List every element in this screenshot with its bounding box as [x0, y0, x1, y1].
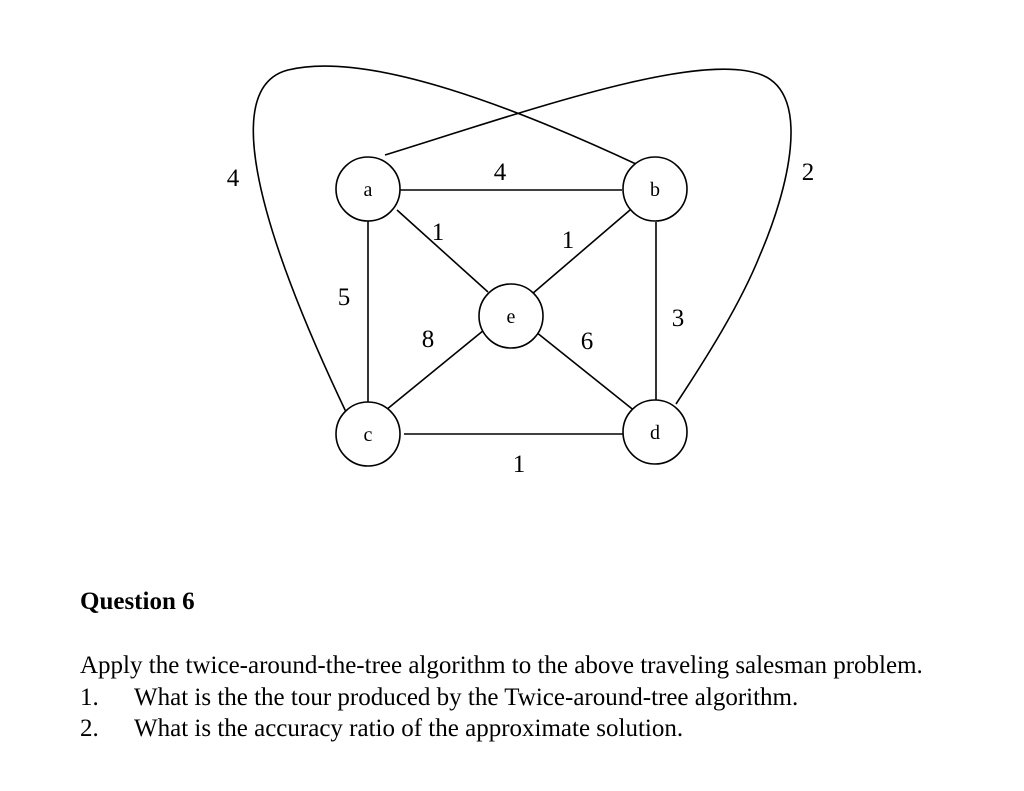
question-item-number: 2.: [80, 715, 99, 742]
node-d-label: d: [650, 422, 660, 444]
weight-e-d: 6: [581, 328, 594, 355]
weight-b-d: 3: [672, 305, 685, 332]
node-c: c: [335, 401, 401, 467]
weight-a-e: 1: [432, 219, 445, 246]
edge-a-d: [384, 68, 792, 405]
node-e-label: e: [507, 306, 516, 328]
node-a-label: a: [364, 179, 373, 201]
weight-a-c: 5: [338, 284, 351, 311]
graph-diagram: a b e c d 4 1 1 5 8 6 3 1 4 2: [227, 65, 815, 478]
node-d: d: [622, 399, 688, 465]
edge-a-e: [396, 209, 489, 293]
node-b-label: b: [650, 179, 660, 201]
edge-c-b: [252, 65, 637, 413]
node-a: a: [335, 156, 401, 222]
node-b: b: [622, 156, 688, 222]
weight-b-e: 1: [562, 227, 575, 254]
weight-c-e: 8: [422, 326, 435, 353]
edge-c-e: [385, 329, 485, 411]
weight-a-d: 2: [802, 159, 815, 186]
question-title: Question 6: [80, 588, 195, 615]
node-e: e: [478, 283, 544, 349]
weight-c-d: 1: [513, 451, 526, 478]
question-item: 1. What is the the tour produced by the …: [80, 682, 798, 713]
question-item: 2. What is the accuracy ratio of the app…: [80, 713, 798, 744]
question-list: 1. What is the the tour produced by the …: [80, 682, 798, 744]
edge-b-e: [531, 209, 631, 295]
edge-e-d: [535, 331, 637, 413]
question-item-text: What is the accuracy ratio of the approx…: [134, 715, 684, 742]
weight-c-b: 4: [227, 165, 240, 192]
question-item-number: 1.: [80, 684, 99, 711]
weight-a-b: 4: [494, 159, 507, 186]
node-c-label: c: [364, 424, 373, 446]
question-item-text: What is the the tour produced by the Twi…: [134, 684, 799, 711]
question-prompt: Apply the twice-around-the-tree algorith…: [80, 652, 923, 679]
